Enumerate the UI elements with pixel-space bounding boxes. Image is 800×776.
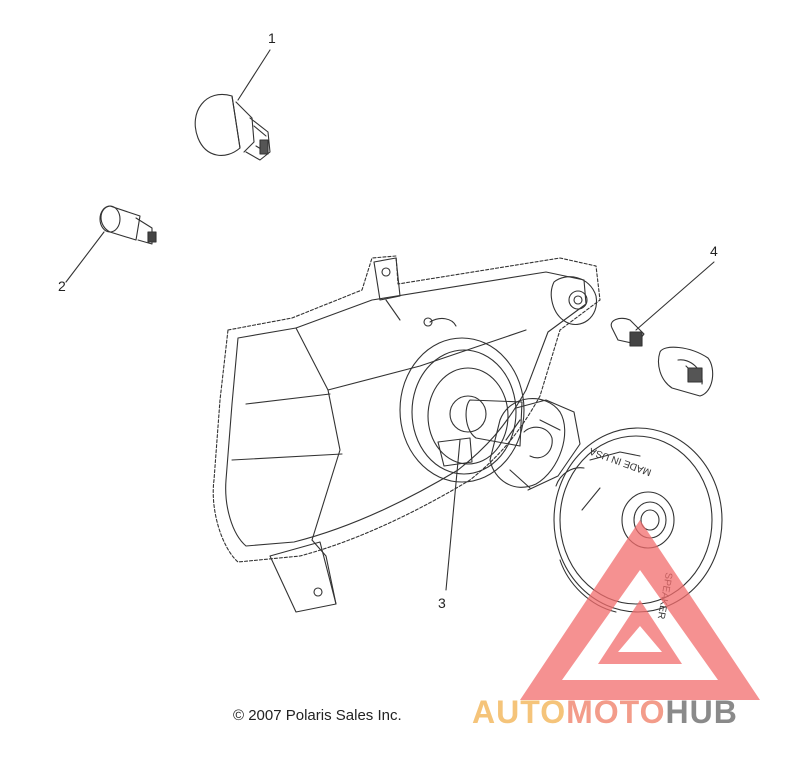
callout-4: 4 [710,243,718,259]
callout-2: 2 [58,278,66,294]
leader-line-2 [65,231,105,283]
watermark-logo [520,520,760,700]
bulb-part-2 [99,205,157,245]
bulb-part-4 [610,317,714,397]
brand-hub: HUB [665,694,738,730]
leader-line-4 [635,261,715,331]
watermark-triangle-inner [598,600,682,664]
headlamp-bulb-part-3 [465,398,581,491]
copyright-notice: © 2007 Polaris Sales Inc. [233,707,402,724]
bulb-part-1 [194,93,271,161]
leader-line-3 [445,439,461,591]
watermark-brand-text: AUTOMOTOHUB [472,694,738,731]
brand-moto: MOTO [566,694,666,730]
leader-line-1 [237,49,271,101]
callout-3: 3 [438,595,446,611]
headlight-housing [212,255,601,613]
headlight-lens-cap [553,427,723,613]
callout-1: 1 [268,30,276,46]
watermark-triangle-outer [520,520,760,700]
lens-text-made-in-usa: MADE IN USA [588,445,653,478]
brand-auto: AUTO [472,694,567,730]
